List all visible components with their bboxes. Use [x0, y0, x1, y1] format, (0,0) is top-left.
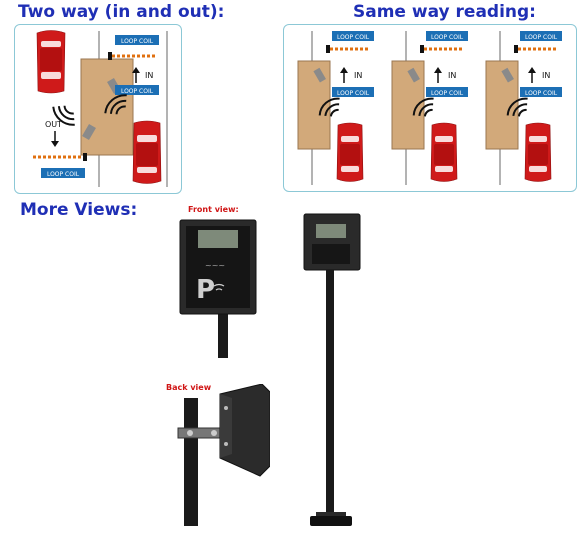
reader-icon: [82, 123, 96, 141]
back-view-label: Back view: [166, 383, 212, 392]
pedestal-photo: [303, 213, 361, 526]
loop-coil-label: LOOP COIL: [431, 90, 464, 97]
svg-text:~~~: ~~~: [205, 261, 225, 270]
front-view-photo: ~~~ P: [179, 219, 257, 358]
loop-coil-label: LOOP COIL: [337, 34, 370, 41]
in-label: IN: [145, 71, 153, 80]
two-way-diagram-drawing: LOOP COIL LOOP COIL LOOP COIL IN OUT: [33, 30, 168, 187]
more-views-heading: More Views:: [20, 200, 138, 220]
loop-coil-label: LOOP COIL: [431, 34, 464, 41]
same-way-diagram: LOOP COIL LOOP COIL IN LOOP COIL LOOP CO…: [283, 24, 577, 192]
two-way-diagram: LOOP COIL LOOP COIL LOOP COIL IN OUT: [14, 24, 182, 194]
same-way-heading: Same way reading:: [353, 2, 536, 22]
in-label: IN: [354, 71, 362, 80]
front-view-label: Front view:: [188, 205, 239, 214]
lane-3: LOOP COIL LOOP COIL IN: [486, 31, 562, 185]
same-way-diagram-drawing: LOOP COIL LOOP COIL IN LOOP COIL LOOP CO…: [284, 25, 576, 191]
loop-coil-label: LOOP COIL: [121, 38, 154, 45]
display-icon: [316, 224, 346, 238]
loop-coil-label: LOOP COIL: [47, 171, 80, 178]
loop-coil-label: LOOP COIL: [121, 88, 154, 95]
two-way-heading: Two way (in and out):: [18, 2, 225, 22]
back-view-photo: [177, 384, 270, 526]
car-incoming: [132, 120, 162, 184]
car-outgoing: [36, 30, 66, 94]
loop-coil-label: LOOP COIL: [337, 90, 370, 97]
lane-2: LOOP COIL LOOP COIL IN: [392, 31, 468, 185]
loop-coil-label: LOOP COIL: [525, 34, 558, 41]
out-label: OUT: [45, 120, 62, 129]
in-label: IN: [542, 71, 550, 80]
in-label: IN: [448, 71, 456, 80]
display-icon: [198, 230, 238, 248]
lane-1: LOOP COIL LOOP COIL IN: [298, 31, 374, 185]
loop-coil-label: LOOP COIL: [525, 90, 558, 97]
parking-p-icon: P: [196, 275, 215, 305]
